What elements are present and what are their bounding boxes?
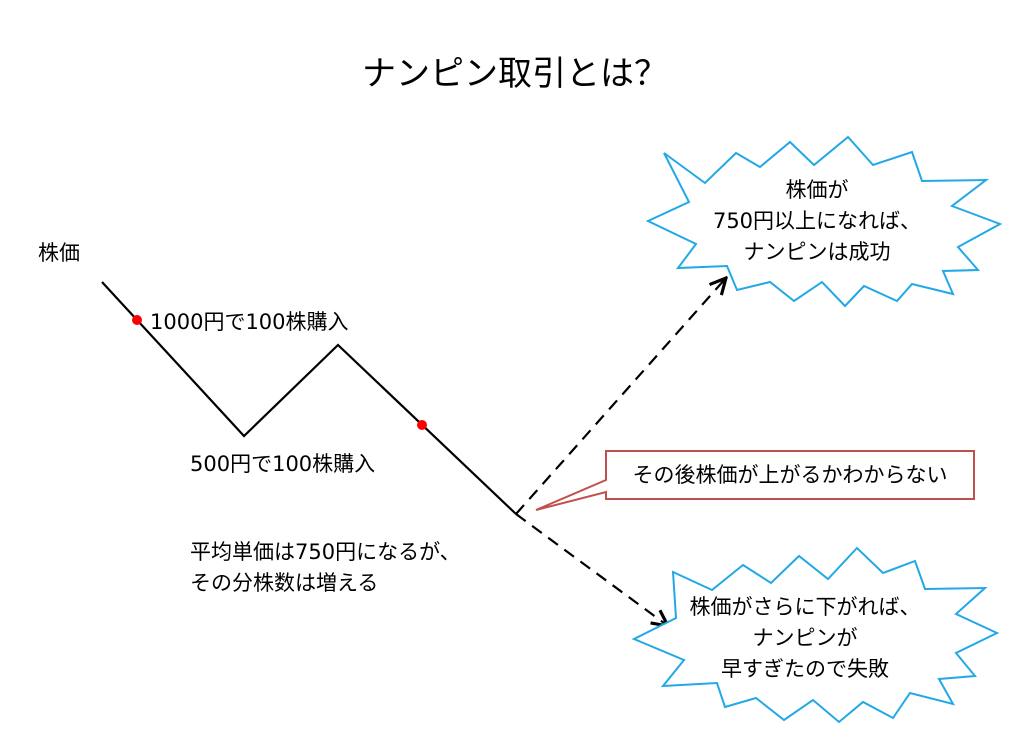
success-burst-text: 株価が 750円以上になれば、 ナンピンは成功: [662, 175, 972, 268]
failure-line-1: 株価がさらに下がれば、: [689, 595, 921, 619]
failure-line-2: ナンピンが: [752, 626, 858, 650]
success-line-1: 株価が: [785, 178, 849, 202]
axis-label: 株価: [38, 241, 80, 265]
second-purchase-label: 500円で100株購入: [190, 452, 376, 476]
failure-burst: [631, 546, 1000, 724]
purchase-marker-1000: [132, 315, 142, 325]
success-burst: [645, 135, 1003, 308]
success-line-3: ナンピンは成功: [743, 240, 891, 264]
purchase-marker-500: [417, 420, 427, 430]
callout-box: [535, 450, 975, 511]
failure-burst-text: 株価がさらに下がれば、 ナンピンが 早すぎたので失敗: [650, 592, 960, 685]
fall-arrow: [515, 513, 668, 626]
success-line-2: 750円以上になれば、: [712, 209, 922, 233]
callout-label: その後株価が上がるかわからない: [632, 463, 948, 487]
rise-arrow: [515, 278, 726, 515]
price-line: [101, 281, 517, 515]
average-price-note: 平均単価は750円になるが、 その分株数は増える: [190, 537, 461, 599]
average-note-line-2: その分株数は増える: [190, 571, 379, 595]
failure-line-3: 早すぎたので失敗: [721, 657, 889, 681]
page-title: ナンピン取引とは？: [362, 54, 668, 94]
average-note-line-1: 平均単価は750円になるが、: [190, 540, 461, 564]
first-purchase-label: 1000円で100株購入: [150, 310, 349, 334]
